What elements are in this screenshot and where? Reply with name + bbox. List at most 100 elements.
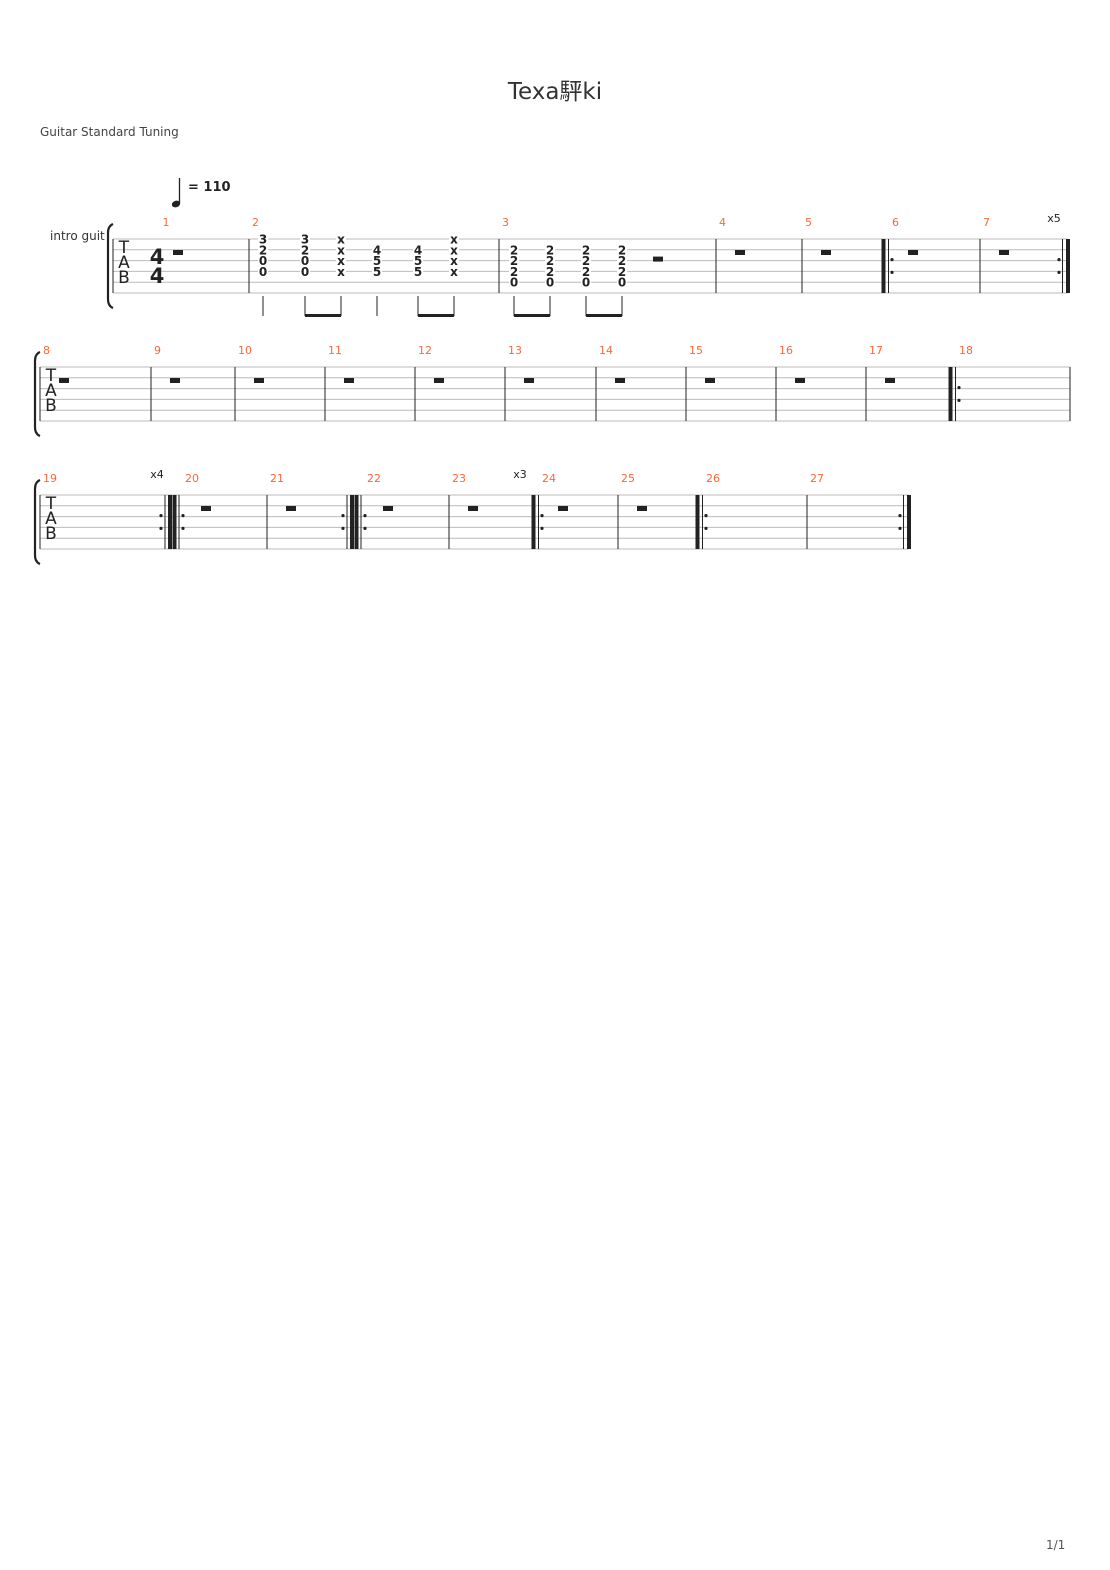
fret-number: 2 bbox=[259, 243, 267, 257]
fret-number: 0 bbox=[546, 276, 554, 290]
fret-number: 0 bbox=[301, 254, 309, 268]
repeat-dot bbox=[159, 526, 163, 531]
measure-number: 17 bbox=[869, 344, 883, 357]
fret-number: 2 bbox=[510, 265, 518, 279]
fret-number: 2 bbox=[546, 243, 554, 257]
fret-background bbox=[336, 234, 346, 245]
repeat-dot bbox=[957, 386, 961, 390]
fret-background bbox=[300, 266, 310, 277]
fret-background bbox=[300, 256, 310, 267]
tempo-value: = 110 bbox=[188, 180, 231, 195]
fret-background bbox=[509, 266, 519, 277]
fret-background bbox=[336, 266, 346, 277]
fret-background bbox=[336, 245, 346, 256]
whole-rest bbox=[558, 506, 568, 511]
fret-background bbox=[617, 277, 627, 288]
repeat-start-thick-bar bbox=[531, 495, 536, 549]
repeat-thick-bar bbox=[172, 495, 177, 549]
repeat-dot bbox=[341, 526, 345, 531]
fret-number: 2 bbox=[546, 265, 554, 279]
quarter-note-icon bbox=[171, 178, 181, 208]
fret-number: x bbox=[337, 233, 345, 247]
tab-clef-letter: B bbox=[118, 268, 130, 288]
repeat-dot bbox=[181, 526, 185, 531]
whole-rest bbox=[59, 378, 69, 383]
fret-number: x bbox=[337, 254, 345, 268]
fret-number: 4 bbox=[414, 243, 422, 257]
fret-number: 0 bbox=[510, 276, 518, 290]
repeat-end-thick-bar bbox=[1066, 239, 1070, 293]
system-bracket bbox=[33, 478, 41, 566]
page-number: 1/1 bbox=[1046, 1538, 1066, 1552]
repeat-dot bbox=[363, 514, 367, 518]
system-bracket bbox=[33, 350, 41, 438]
repeat-dot bbox=[957, 398, 961, 402]
repeat-start-thick-bar bbox=[881, 239, 886, 293]
fret-background bbox=[449, 256, 459, 267]
repeat-dot bbox=[898, 526, 902, 531]
tab-clef-letter: B bbox=[45, 524, 57, 544]
repeat-dot bbox=[898, 514, 902, 518]
whole-rest bbox=[434, 378, 444, 383]
fret-background bbox=[449, 234, 459, 245]
fret-background bbox=[509, 245, 519, 256]
measure-number: 11 bbox=[328, 344, 342, 357]
repeat-dot bbox=[890, 258, 894, 262]
fret-number: 5 bbox=[414, 265, 422, 279]
measure-number: 20 bbox=[185, 472, 199, 485]
measure-number: 1 bbox=[163, 216, 170, 229]
fret-background bbox=[545, 256, 555, 267]
tuning-label: Guitar Standard Tuning bbox=[40, 125, 179, 139]
whole-rest bbox=[468, 506, 478, 511]
fret-number: 3 bbox=[301, 233, 309, 247]
fret-number: x bbox=[450, 265, 458, 279]
note-beam bbox=[418, 314, 454, 317]
whole-rest bbox=[885, 378, 895, 383]
whole-rest bbox=[795, 378, 805, 383]
repeat-start-thick-bar bbox=[948, 367, 953, 421]
repeat-dot bbox=[704, 514, 708, 518]
measure-number: 22 bbox=[367, 472, 381, 485]
whole-rest bbox=[524, 378, 534, 383]
fret-background bbox=[258, 256, 268, 267]
whole-rest bbox=[173, 250, 183, 255]
measure-number: 7 bbox=[983, 216, 990, 229]
note-beam bbox=[305, 314, 341, 317]
measure-number: 5 bbox=[805, 216, 812, 229]
repeat-dot bbox=[890, 270, 894, 274]
measure-number: 19 bbox=[43, 472, 57, 485]
whole-rest bbox=[999, 250, 1009, 255]
measure-number: 8 bbox=[43, 344, 50, 357]
fret-background bbox=[509, 256, 519, 267]
half-rest bbox=[653, 256, 663, 262]
tab-clef-letter: B bbox=[45, 396, 57, 416]
fret-number: x bbox=[337, 265, 345, 279]
measure-number: 16 bbox=[779, 344, 793, 357]
whole-rest bbox=[615, 378, 625, 383]
measure-number: 14 bbox=[599, 344, 613, 357]
repeat-count: x5 bbox=[1047, 212, 1061, 225]
fret-number: 2 bbox=[510, 254, 518, 268]
fret-number: 5 bbox=[373, 265, 381, 279]
fret-number: 2 bbox=[618, 265, 626, 279]
fret-number: 2 bbox=[582, 254, 590, 268]
note-beam bbox=[514, 314, 550, 317]
repeat-dot bbox=[1057, 258, 1061, 262]
fret-number: 4 bbox=[373, 243, 381, 257]
fret-number: x bbox=[450, 254, 458, 268]
whole-rest bbox=[821, 250, 831, 255]
measure-number: 9 bbox=[154, 344, 161, 357]
tab-clef-letter: A bbox=[118, 253, 130, 273]
fret-number: 0 bbox=[582, 276, 590, 290]
fret-background bbox=[413, 245, 423, 256]
repeat-count: x3 bbox=[513, 468, 527, 481]
fret-background bbox=[545, 266, 555, 277]
fret-number: x bbox=[450, 243, 458, 257]
fret-number: 3 bbox=[259, 233, 267, 247]
fret-number: 2 bbox=[582, 243, 590, 257]
fret-background bbox=[336, 256, 346, 267]
repeat-dot bbox=[363, 526, 367, 531]
fret-background bbox=[372, 245, 382, 256]
fret-number: 2 bbox=[582, 265, 590, 279]
